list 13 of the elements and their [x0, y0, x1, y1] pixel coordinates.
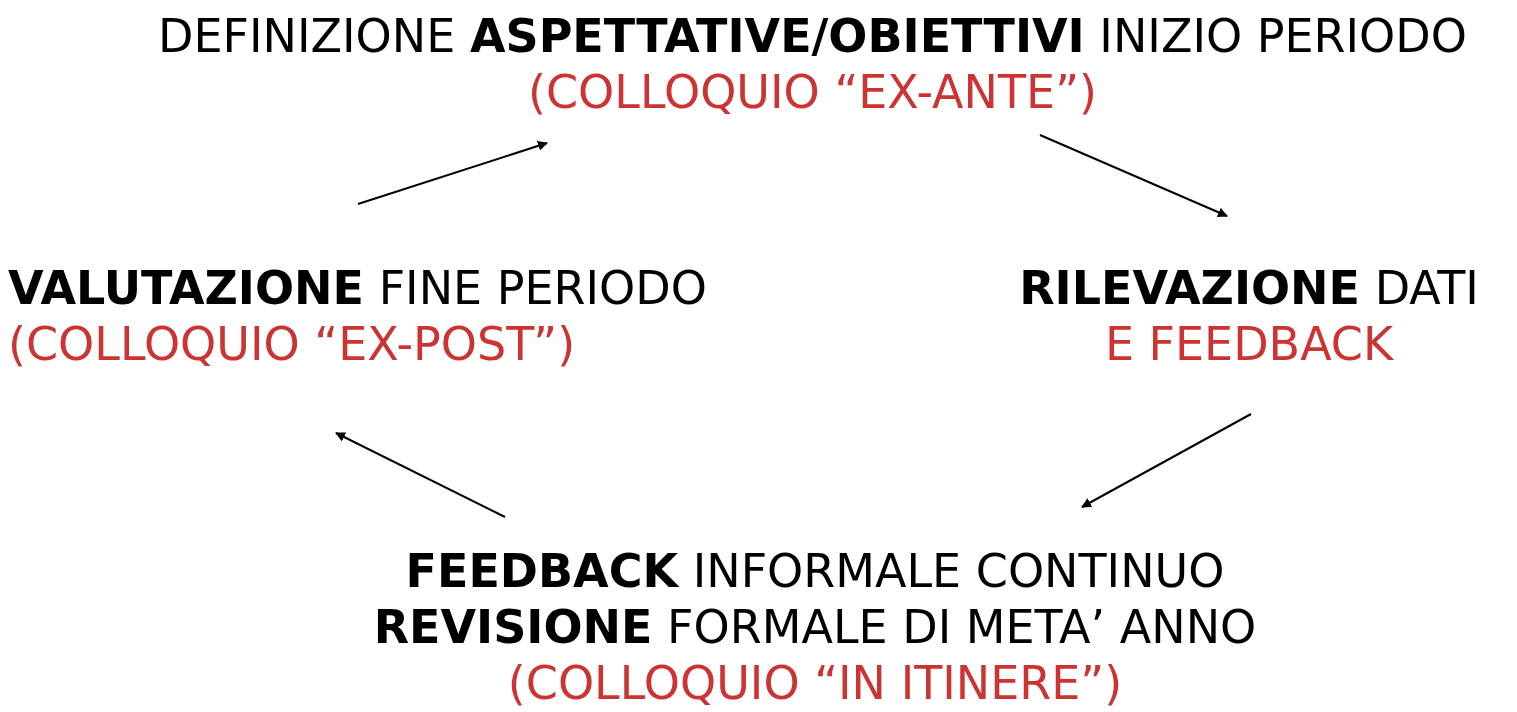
arrow	[335, 432, 506, 518]
arrow	[357, 141, 548, 205]
subtitle-text: (COLLOQUIO “EX-POST”)	[8, 316, 576, 372]
arrow	[1081, 413, 1252, 508]
step-text: REVISIONE FORMALE DI META’ ANNO	[373, 599, 1257, 655]
arrow	[1039, 134, 1228, 217]
step-text: FEEDBACK INFORMALE CONTINUO	[405, 543, 1225, 599]
subtitle-text: (COLLOQUIO “EX-ANTE”)	[528, 64, 1097, 120]
subtitle-text: E FEEDBACK	[1104, 316, 1394, 372]
step-text: VALUTAZIONE FINE PERIODO	[8, 260, 707, 316]
subtitle-text: (COLLOQUIO “IN ITINERE”)	[507, 655, 1123, 711]
step-text: DEFINIZIONE ASPETTATIVE/OBIETTIVI INIZIO PERIODO	[158, 8, 1467, 64]
step-text: RILEVAZIONE DATI	[1019, 260, 1479, 316]
